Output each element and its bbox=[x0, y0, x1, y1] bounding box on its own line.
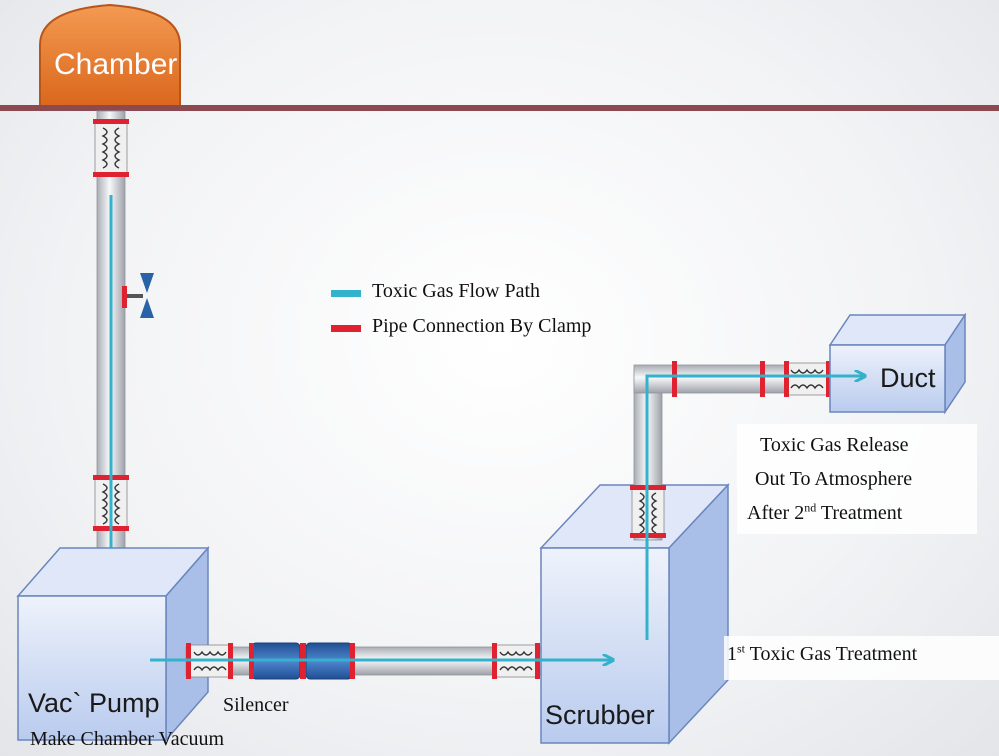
clamp bbox=[826, 361, 831, 397]
duct-box bbox=[828, 312, 967, 415]
release-line-3-b: Treatment bbox=[816, 502, 903, 524]
legend-clamp-label: Pipe Connection By Clamp bbox=[372, 315, 592, 337]
legend-flow-label: Toxic Gas Flow Path bbox=[372, 280, 541, 302]
duct-label: Duct bbox=[880, 363, 936, 393]
legend-flow-swatch bbox=[331, 290, 361, 297]
release-card: Toxic Gas Release Out To Atmosphere Afte… bbox=[737, 424, 977, 534]
release-line-1: Toxic Gas Release bbox=[760, 434, 909, 456]
make-vacuum-label: Make Chamber Vacuum bbox=[30, 728, 225, 750]
treatment-1-sup: st bbox=[737, 641, 746, 656]
release-line-3: After 2nd Treatment bbox=[747, 500, 903, 525]
bellows-top bbox=[94, 121, 128, 175]
flow-arrow-up-right bbox=[645, 376, 864, 640]
clamp bbox=[93, 119, 129, 124]
chamber-label: Chamber bbox=[54, 48, 178, 81]
release-line-2: Out To Atmosphere bbox=[755, 468, 913, 490]
release-line-3-sup: nd bbox=[804, 500, 817, 515]
legend-clamp-swatch bbox=[331, 325, 361, 332]
clamp bbox=[122, 286, 127, 308]
treatment-1-text: Toxic Gas Treatment bbox=[745, 643, 918, 665]
treatment-1-label: 1st Toxic Gas Treatment bbox=[727, 641, 918, 666]
clamp bbox=[93, 172, 129, 177]
clamp bbox=[672, 361, 677, 397]
clamp bbox=[784, 361, 789, 397]
ceiling-line bbox=[0, 105, 999, 111]
silencer-label: Silencer bbox=[223, 694, 289, 716]
valve-icon bbox=[140, 273, 154, 318]
bellows-h3 bbox=[786, 362, 828, 396]
release-line-3-a: After 2 bbox=[747, 502, 805, 524]
clamp bbox=[760, 361, 765, 397]
chamber-shape bbox=[39, 3, 181, 111]
treatment-1-num: 1 bbox=[727, 643, 737, 665]
scrubber-label: Scrubber bbox=[545, 700, 655, 730]
treatment-1-card: 1st Toxic Gas Treatment bbox=[724, 636, 999, 680]
vac-pump-label: Vac` Pump bbox=[28, 688, 160, 718]
valve-stem bbox=[125, 294, 143, 298]
